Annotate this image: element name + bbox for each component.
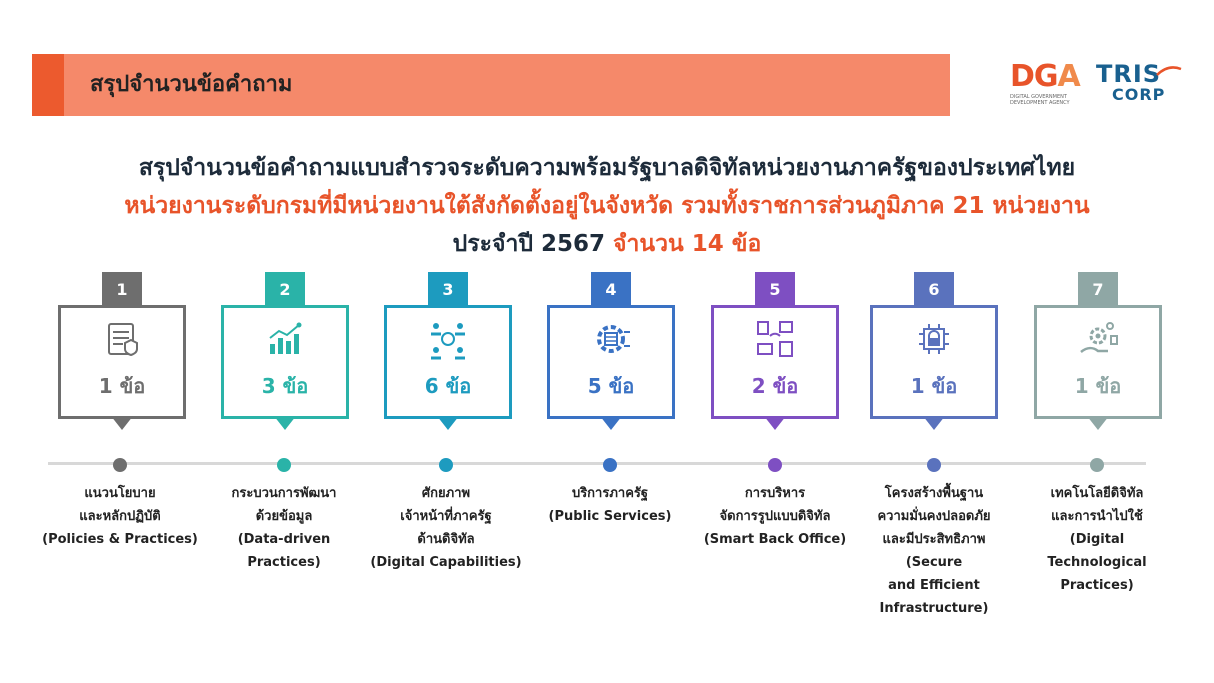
timeline-dot [927, 458, 941, 472]
step-3: 3 6 ข้อ [384, 272, 512, 572]
secure-chip-icon [913, 318, 955, 360]
step-label: การบริหาร จัดการรูปแบบดิจิทัล (Smart Bac… [703, 486, 847, 547]
step-pointer [600, 416, 622, 430]
timeline-dot [439, 458, 453, 472]
step-card: 3 ข้อ [221, 305, 349, 419]
step-question-count: 3 ข้อ [261, 374, 309, 398]
step-1: 1 1 ข้อ [58, 272, 186, 572]
step-question-count: 6 ข้อ [424, 374, 472, 398]
people-network-icon [427, 318, 469, 360]
step-card: 5 ข้อ [547, 305, 675, 419]
data-chart-icon [264, 318, 306, 360]
step-number-tab: 4 [591, 272, 631, 306]
survey-year: ประจำปี 2567 [452, 231, 605, 257]
banner-accent [32, 54, 64, 116]
policy-document-icon [101, 318, 143, 360]
step-label: กระบวนการพัฒนา ด้วยข้อมูล (Data-driven P… [231, 486, 337, 570]
step-number-tab: 6 [914, 272, 954, 306]
step-pointer [923, 416, 945, 430]
step-number-tab: 2 [265, 272, 305, 306]
step-number-tab: 7 [1078, 272, 1118, 306]
step-pointer [1087, 416, 1109, 430]
tris-logo-top: TRIS [1096, 60, 1162, 88]
step-6: 6 1 ข้อ [870, 272, 998, 572]
step-question-count: 1 ข้อ [1074, 374, 1122, 398]
step-card: 1 ข้อ [58, 305, 186, 419]
step-number-tab: 3 [428, 272, 468, 306]
step-label: โครงสร้างพื้นฐาน ความมั่นคงปลอดภัย และมี… [877, 486, 991, 616]
dga-logo-part2: A [1057, 59, 1081, 94]
step-number-tab: 1 [102, 272, 142, 306]
step-2: 2 3 ข้อ [221, 272, 349, 572]
timeline-dot [277, 458, 291, 472]
dga-logo: DGA DIGITAL GOVERNMENT DEVELOPMENT AGENC… [1010, 60, 1086, 108]
step-label: ศักยภาพ เจ้าหน้าที่ภาครัฐ ด้านดิจิทัล (D… [370, 486, 522, 570]
gear-service-icon [590, 318, 632, 360]
tris-logo-bottom: CORP [1112, 85, 1166, 104]
dga-logo-part1: DG [1010, 59, 1059, 94]
dga-logo-mark: DGA [1010, 60, 1086, 94]
survey-title-line1: สรุปจำนวนข้อคำถามแบบสำรวจระดับความพร้อมร… [138, 155, 1076, 181]
step-card: 6 ข้อ [384, 305, 512, 419]
timeline-dot [603, 458, 617, 472]
step-pointer [111, 416, 133, 430]
survey-title-line3: ประจำปี 2567 จำนวน 14 ข้อ [0, 228, 1214, 260]
step-pointer [274, 416, 296, 430]
dga-logo-subtitle: DIGITAL GOVERNMENT DEVELOPMENT AGENCY [1010, 94, 1070, 106]
banner-title: สรุปจำนวนข้อคำถาม [90, 72, 293, 97]
step-card: 2 ข้อ [711, 305, 839, 419]
step-label: เทคโนโลยีดิจิทัล และการนำไปใช้ (Digital … [1047, 486, 1147, 593]
step-question-count: 2 ข้อ [751, 374, 799, 398]
timeline-dot [113, 458, 127, 472]
survey-title-line2: หน่วยงานระดับกรมที่มีหน่วยงานใต้สังกัดตั… [124, 193, 1090, 219]
timeline-line [48, 462, 1146, 465]
step-question-count: 1 ข้อ [910, 374, 958, 398]
step-7: 7 1 ข้อ [1034, 272, 1162, 572]
step-question-count: 5 ข้อ [587, 374, 635, 398]
timeline-dot [1090, 458, 1104, 472]
step-pointer [764, 416, 786, 430]
step-question-count: 1 ข้อ [98, 374, 146, 398]
survey-question-total: จำนวน 14 ข้อ [613, 231, 762, 257]
office-devices-icon [754, 318, 796, 360]
step-5: 5 2 ข้อ [711, 272, 839, 572]
step-pointer [437, 416, 459, 430]
timeline-dot [768, 458, 782, 472]
step-number-tab: 5 [755, 272, 795, 306]
tech-hand-gear-icon [1077, 318, 1119, 360]
step-label: แนวนโยบาย และหลักปฏิบัติ (Policies & Pra… [42, 486, 198, 547]
tris-corp-logo: TRIS CORP [1096, 62, 1186, 108]
tris-swoosh-icon [1156, 66, 1182, 76]
step-label: บริการภาครัฐ (Public Services) [548, 486, 672, 524]
step-4: 4 5 ข้อ [547, 272, 675, 572]
header-banner: สรุปจำนวนข้อคำถาม [32, 54, 950, 116]
step-card: 1 ข้อ [870, 305, 998, 419]
step-card: 1 ข้อ [1034, 305, 1162, 419]
